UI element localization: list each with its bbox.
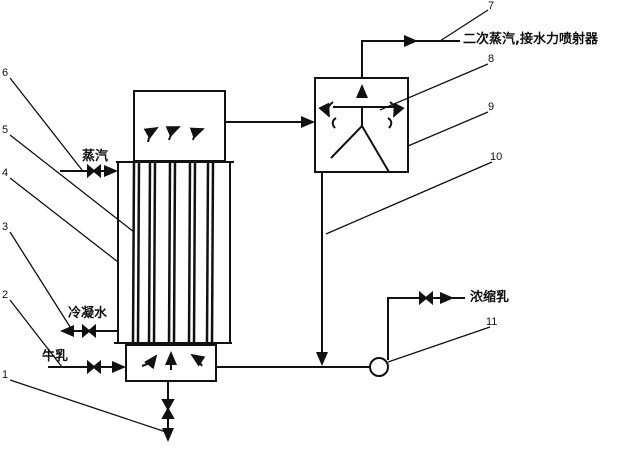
evaporator-bottom-chamber bbox=[125, 344, 217, 382]
number-3: 3 bbox=[2, 221, 9, 233]
condensate-outlet-line bbox=[60, 323, 118, 339]
number-2: 2 bbox=[2, 289, 9, 301]
heating-tubes bbox=[131, 161, 215, 344]
number-1: 1 bbox=[2, 369, 9, 381]
evaporator-top-chamber bbox=[133, 90, 226, 162]
number-5: 5 bbox=[2, 124, 9, 136]
label-condensate: 冷凝水 bbox=[68, 306, 108, 321]
secondary-steam-line bbox=[361, 35, 460, 78]
number-7: 7 bbox=[488, 0, 495, 12]
return-pipe bbox=[216, 172, 370, 368]
number-11: 11 bbox=[486, 316, 498, 328]
separator bbox=[314, 77, 409, 173]
leader-lines bbox=[9, 9, 493, 433]
number-6: 6 bbox=[2, 67, 9, 79]
number-8: 8 bbox=[488, 53, 495, 65]
number-10: 10 bbox=[490, 151, 503, 163]
number-9: 9 bbox=[488, 101, 495, 113]
steam-inlet-line bbox=[60, 163, 118, 179]
label-steam: 蒸汽 bbox=[82, 149, 109, 164]
label-milk: 牛乳 bbox=[42, 349, 69, 364]
milk-inlet-line bbox=[48, 359, 126, 375]
label-concentrated-milk: 浓缩乳 bbox=[470, 290, 510, 305]
pump bbox=[369, 290, 465, 377]
label-secondary-steam: 二次蒸汽,接水力喷射器 bbox=[463, 32, 598, 47]
number-4: 4 bbox=[2, 167, 9, 179]
drain-line bbox=[161, 381, 175, 442]
